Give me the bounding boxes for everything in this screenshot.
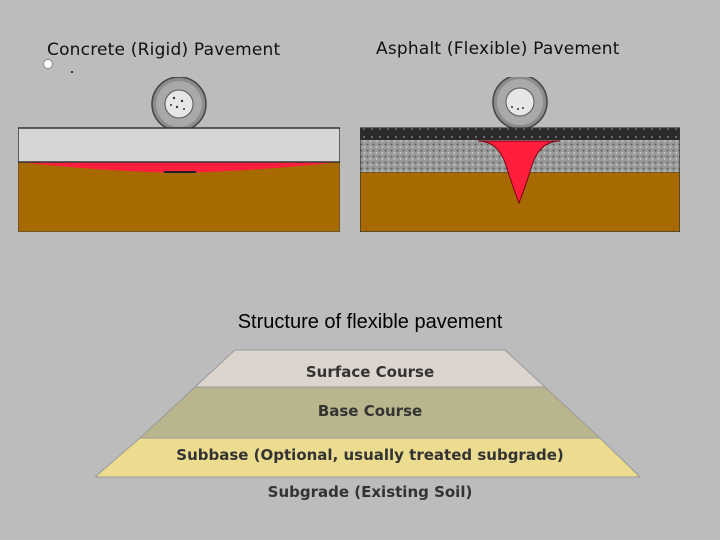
concrete-slab <box>18 127 340 163</box>
pavement-structure-diagram: Surface Course Base Course Subbase (Opti… <box>95 346 645 506</box>
asphalt-layer <box>360 128 680 140</box>
subbase-label: Subbase (Optional, usually treated subgr… <box>176 446 564 464</box>
stress-distribution <box>477 140 561 205</box>
rigid-pavement-title: Concrete (Rigid) Pavement <box>47 40 281 60</box>
surface-layer <box>193 349 547 388</box>
base-course-label: Base Course <box>317 402 423 420</box>
wheel-icon <box>492 77 548 130</box>
flexible-pavement-illustration <box>360 77 680 232</box>
wheel-icon <box>151 77 207 132</box>
subgrade-label: Subgrade (Existing Soil) <box>267 483 473 501</box>
surface-course-label: Surface Course <box>305 363 435 381</box>
flexible-pavement-title: Asphalt (Flexible) Pavement <box>376 39 620 59</box>
rigid-pavement-illustration <box>18 77 340 232</box>
stress-distribution <box>18 162 340 173</box>
dot-mark <box>71 71 73 73</box>
structure-caption: Structure of flexible pavement <box>237 311 503 333</box>
bullet-icon <box>43 59 53 69</box>
